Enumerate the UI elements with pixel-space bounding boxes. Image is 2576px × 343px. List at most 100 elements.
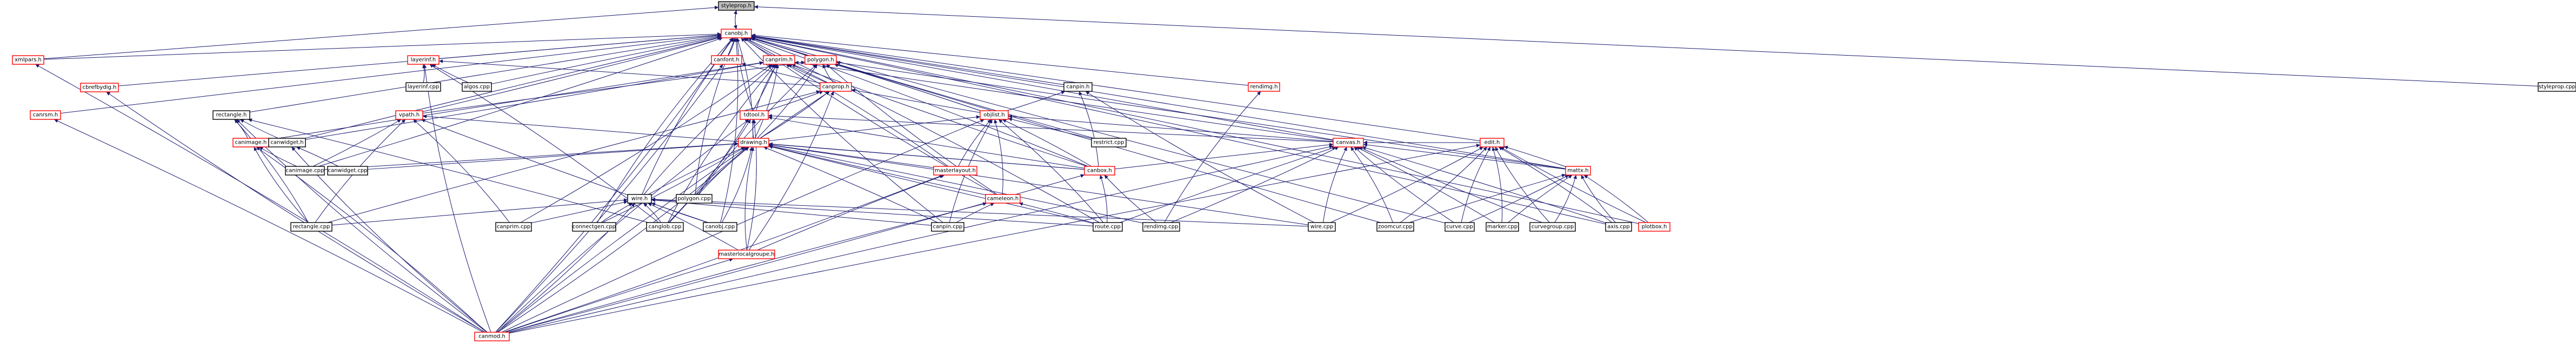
node-canpin-h[interactable]: canpin.h (1063, 82, 1093, 92)
node-box[interactable] (290, 222, 332, 232)
node-box[interactable] (933, 166, 977, 176)
node-box[interactable] (30, 110, 61, 120)
node-styleprop-h[interactable]: styleprop.h (718, 1, 755, 11)
node-curve-cpp[interactable]: curve.cpp (1445, 222, 1475, 232)
node-polygon-h[interactable]: polygon.h (804, 55, 837, 65)
node-box[interactable] (1565, 166, 1591, 176)
node-canobj-cpp[interactable]: canobj.cpp (703, 222, 737, 232)
node-layerinf-h[interactable]: layerinf.h (407, 55, 440, 65)
node-box[interactable] (718, 250, 775, 259)
node-box[interactable] (1248, 82, 1280, 92)
node-canimage-cpp[interactable]: canimage.cpp (285, 166, 325, 176)
node-box[interactable] (1308, 222, 1336, 232)
node-algos-cpp[interactable]: algos.cpp (462, 82, 492, 92)
node-styleprop-cpp[interactable]: styleprop.cpp (2538, 82, 2576, 92)
edge-mattx_h-to-edit_h (1503, 145, 1566, 167)
node-box[interactable] (721, 29, 752, 38)
node-marker-cpp[interactable]: marker.cpp (1486, 222, 1519, 232)
node-box[interactable] (285, 166, 325, 176)
node-box[interactable] (405, 82, 441, 92)
node-xmlpars-h[interactable]: xmlpars.h (12, 55, 44, 65)
node-objlist-h[interactable]: objlist.h (980, 110, 1009, 120)
node-box[interactable] (407, 55, 440, 65)
node-tdtool-h[interactable]: tdtool.h (740, 110, 769, 120)
node-route-cpp[interactable]: route.cpp (1093, 222, 1123, 232)
node-box[interactable] (1142, 222, 1180, 232)
node-edit-h[interactable]: edit.h (1480, 138, 1505, 147)
node-box[interactable] (711, 55, 742, 65)
node-canglob-cpp[interactable]: canglob.cpp (646, 222, 684, 232)
node-box[interactable] (1091, 138, 1127, 147)
node-rendimg-h[interactable]: rendimg.h (1248, 82, 1280, 92)
node-box[interactable] (763, 55, 795, 65)
node-rectangle-h[interactable]: rectangle.h (212, 110, 250, 120)
node-box[interactable] (1084, 166, 1115, 176)
node-canrsm-h[interactable]: canrsm.h (30, 110, 61, 120)
node-box[interactable] (1638, 222, 1670, 232)
node-box[interactable] (462, 82, 492, 92)
node-box[interactable] (740, 110, 769, 120)
node-cbrefbydig-h[interactable]: cbrefbydig.h (80, 83, 119, 92)
node-connectgen-cpp[interactable]: connectgen.cpp (572, 222, 616, 232)
node-wire-cpp[interactable]: wire.cpp (1308, 222, 1336, 232)
node-box[interactable] (474, 332, 510, 341)
node-box[interactable] (1480, 138, 1505, 147)
node-box[interactable] (268, 138, 306, 147)
node-polygon-cpp[interactable]: polygon.cpp (676, 194, 713, 204)
node-plotbox-h[interactable]: plotbox.h (1638, 222, 1670, 232)
node-vpath-h[interactable]: vpath.h (395, 110, 423, 120)
node-box[interactable] (820, 82, 852, 92)
node-box[interactable] (931, 222, 964, 232)
node-box[interactable] (327, 166, 368, 176)
node-canbox-h[interactable]: canbox.h (1084, 166, 1115, 176)
node-mattx-h[interactable]: mattx.h (1565, 166, 1591, 176)
node-box[interactable] (80, 83, 119, 92)
node-box[interactable] (985, 194, 1021, 204)
node-zoomcur-cpp[interactable]: zoomcur.cpp (1376, 222, 1414, 232)
node-box[interactable] (676, 194, 713, 204)
node-canprim-h[interactable]: canprim.h (763, 55, 795, 65)
node-box[interactable] (1445, 222, 1475, 232)
node-box[interactable] (395, 110, 423, 120)
node-axis-cpp[interactable]: axis.cpp (1605, 222, 1632, 232)
node-box[interactable] (1093, 222, 1123, 232)
node-box[interactable] (572, 222, 616, 232)
node-canfont-h[interactable]: canfont.h (711, 55, 742, 65)
node-rendimg-cpp[interactable]: rendimg.cpp (1142, 222, 1180, 232)
node-canvas-h[interactable]: canvas.h (1333, 138, 1364, 147)
node-box[interactable] (738, 138, 769, 147)
node-box[interactable] (2538, 82, 2576, 92)
node-canwidget-cpp[interactable]: canwidget.cpp (327, 166, 368, 176)
node-box[interactable] (980, 110, 1009, 120)
node-box[interactable] (1529, 222, 1576, 232)
node-box[interactable] (1063, 82, 1093, 92)
node-curvegroup-cpp[interactable]: curvegroup.cpp (1529, 222, 1576, 232)
node-box[interactable] (804, 55, 837, 65)
node-box[interactable] (703, 222, 737, 232)
node-layerinf-cpp[interactable]: layerinf.cpp (405, 82, 441, 92)
node-box[interactable] (1376, 222, 1414, 232)
node-canwidget-h[interactable]: canwidget.h (268, 138, 306, 147)
node-rectangle-cpp[interactable]: rectangle.cpp (290, 222, 332, 232)
node-box[interactable] (718, 1, 755, 11)
node-cameleon-h[interactable]: cameleon.h (985, 194, 1021, 204)
node-canmod-h[interactable]: canmod.h (474, 332, 510, 341)
node-drawing-h[interactable]: drawing.h (738, 138, 769, 147)
node-box[interactable] (12, 55, 44, 65)
node-box[interactable] (646, 222, 684, 232)
node-wire-h[interactable]: wire.h (627, 194, 652, 204)
node-masterlocalgroupe-h[interactable]: masterlocalgroupe.h (718, 250, 775, 259)
node-box[interactable] (1333, 138, 1364, 147)
node-box[interactable] (212, 110, 250, 120)
node-canobj-h[interactable]: canobj.h (721, 29, 752, 38)
node-box[interactable] (495, 222, 532, 232)
node-restrict-cpp[interactable]: restrict.cpp (1091, 138, 1127, 147)
node-box[interactable] (627, 194, 652, 204)
node-canprim-cpp[interactable]: canprim.cpp (495, 222, 532, 232)
node-masterlayout-h[interactable]: masterlayout.h (933, 166, 977, 176)
node-canpin-cpp[interactable]: canpin.cpp (931, 222, 964, 232)
node-canprop-h[interactable]: canprop.h (820, 82, 852, 92)
node-canimage-h[interactable]: canimage.h (232, 138, 269, 147)
node-box[interactable] (1486, 222, 1519, 232)
node-box[interactable] (1605, 222, 1632, 232)
